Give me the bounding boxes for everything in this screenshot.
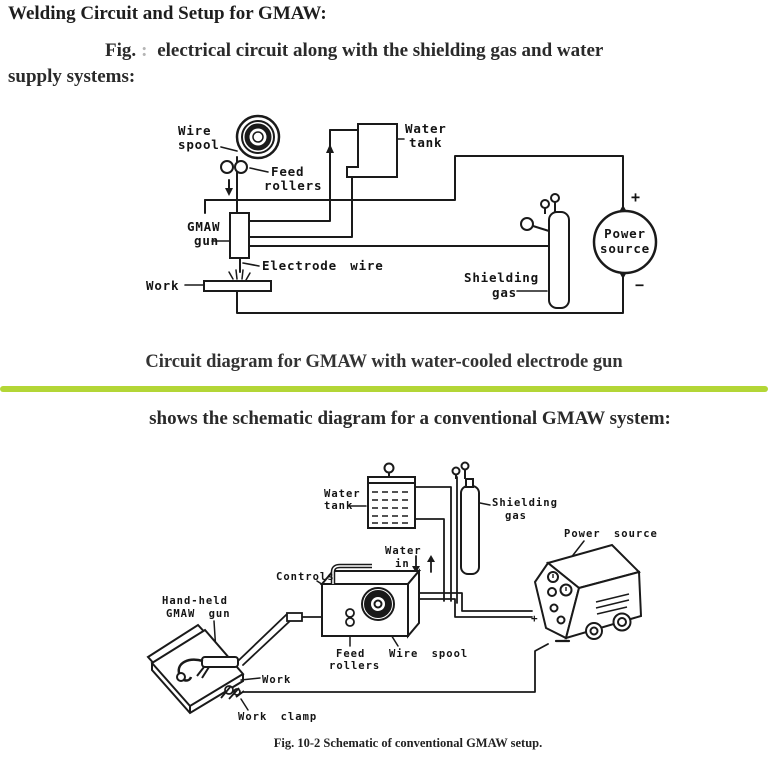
- arc-sparks: [228, 269, 251, 281]
- arrow-head: [326, 144, 334, 153]
- plus-terminal-label: +: [631, 188, 641, 206]
- water-tank-shape: [346, 123, 398, 178]
- water-in-label: in: [395, 558, 410, 570]
- feed-rollers-label: Feed: [271, 164, 304, 179]
- feed-rollers-label: rollers: [264, 178, 322, 193]
- work-piece-shape: [146, 623, 245, 715]
- wire-spool-label: Wire: [178, 123, 211, 138]
- feed-rollers-shape: [345, 608, 355, 627]
- feed-rollers-shape: [220, 160, 248, 174]
- wire-spool-shape: [361, 587, 395, 621]
- section2-heading: shows the schematic diagram for a conven…: [149, 408, 671, 429]
- shielding-gas-cylinder-shape: [520, 193, 570, 309]
- power-source-label: Power source: [564, 528, 658, 540]
- intro-text-line2: supply systems:: [8, 66, 136, 87]
- minus-terminal-label: −: [635, 276, 645, 294]
- power-source-label: source: [600, 241, 650, 256]
- figure-number-redacted: :: [141, 40, 148, 61]
- cable-bundle: [418, 592, 533, 618]
- wire-spool-label: Wire spool: [389, 648, 468, 660]
- electrical-circuit-wires: [204, 155, 624, 314]
- arrow-head: [412, 566, 420, 573]
- wire-spool-shape: [235, 114, 281, 160]
- page-title: Welding Circuit and Setup for GMAW:: [8, 3, 327, 24]
- intro-paragraph: Fig.: electrical circuit along with the …: [8, 36, 760, 66]
- shielding-gas-label: Shielding: [464, 270, 539, 285]
- arrow-head: [427, 555, 435, 562]
- figure2-caption: Fig. 10-2 Schematic of conventional GMAW…: [273, 736, 543, 750]
- plus-terminal-label: +: [531, 612, 539, 625]
- section-divider: [0, 386, 768, 392]
- gmaw-gun-label: gun: [194, 233, 219, 248]
- work-cable: [242, 643, 549, 693]
- shielding-gas-label: gas: [505, 510, 527, 522]
- wire-spool-label: spool: [178, 137, 220, 152]
- water-tank-label: tank: [409, 135, 442, 150]
- gmaw-gun-shape: [229, 212, 250, 259]
- shielding-gas-label: Shielding: [492, 497, 558, 509]
- water-tank-label: Water: [405, 121, 447, 136]
- arrow-head: [225, 188, 233, 196]
- shielding-gas-cylinder-shape: [451, 461, 480, 575]
- torch-cable: [237, 613, 323, 666]
- intro-text-line1: electrical circuit along with the shield…: [157, 40, 604, 61]
- figure-reference: Fig.: [105, 40, 137, 61]
- feed-rollers-label: rollers: [329, 660, 380, 672]
- electrode-wire-label: Electrode wire: [262, 258, 384, 273]
- power-source-label: Power: [604, 226, 646, 241]
- feed-rollers-label: Feed: [336, 648, 365, 660]
- shielding-gas-label: gas: [492, 285, 517, 300]
- work-piece-shape: [203, 280, 272, 292]
- figure1-caption: Circuit diagram for GMAW with water-cool…: [145, 352, 623, 372]
- water-tank-label: Water: [324, 488, 361, 500]
- label-leader-lines: [184, 138, 548, 292]
- handheld-gun-label: Hand-held: [162, 595, 228, 607]
- gmaw-gun-label: GMAW: [187, 219, 220, 234]
- power-source-shape: [533, 543, 643, 640]
- work-clamp-shape: [220, 685, 245, 700]
- power-source-shape: [592, 209, 658, 275]
- water-pipes: [414, 486, 452, 602]
- controls-label: Controls: [276, 571, 335, 583]
- handheld-gun-label: GMAW gun: [166, 608, 231, 620]
- circuit-diagram-gmaw-figure: Wire spool Feed rollers GMAW gun Electro…: [146, 114, 658, 314]
- gmaw-torch-shape: [176, 656, 239, 682]
- water-tank-shape: [367, 462, 416, 529]
- work-label: Work: [262, 674, 291, 686]
- work-clamp-label: Work clamp: [238, 711, 317, 723]
- water-in-label: Water: [385, 545, 422, 557]
- water-tank-label: tank: [324, 500, 353, 512]
- work-label: Work: [146, 278, 179, 293]
- schematic-conventional-gmaw-figure: Water tank Shielding gas Power source Wa…: [146, 461, 658, 723]
